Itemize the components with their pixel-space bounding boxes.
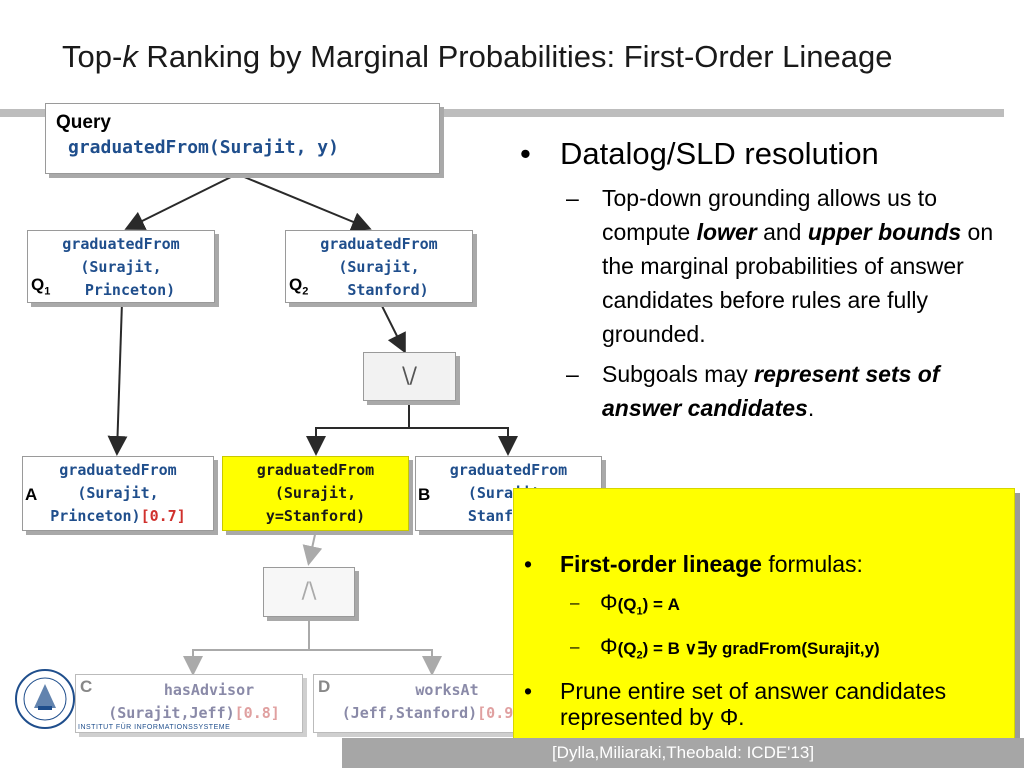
university-seal-logo <box>15 669 75 729</box>
arrow-and-d <box>309 649 442 676</box>
arrow-y-and <box>302 529 323 566</box>
arrow-query-q2 <box>236 173 372 232</box>
node-y-stanford: graduatedFrom (Surajit, y=Stanford) <box>222 456 409 531</box>
footer-bar: [Dylla,Miliaraki,Theobald: ICDE'13] <box>342 738 1024 768</box>
query-box: Query graduatedFrom(Surajit, y) <box>45 103 440 174</box>
d-label: D <box>318 677 331 696</box>
prob-c: [0.8] <box>234 704 280 722</box>
arrow-and-c <box>183 616 310 676</box>
node-c: hasAdvisor (Surajit,Jeff)[0.8] <box>75 674 303 733</box>
and-operator: /\ <box>263 567 355 617</box>
bullet-prune: Prune entire set of answer candidates re… <box>514 678 1014 730</box>
bullet-list: Datalog/SLD resolution – Top-down ground… <box>520 135 1000 431</box>
c-label: C <box>80 677 93 696</box>
arrow-or-b <box>409 427 518 456</box>
b-label: B <box>418 485 431 504</box>
prob-d: [0.9] <box>477 704 523 722</box>
institute-name: INSTITUT FÜR INFORMATIONSSYSTEME <box>78 724 231 731</box>
node-q1: graduatedFrom (Surajit, Princeton) <box>27 230 215 303</box>
citation: [Dylla,Miliaraki,Theobald: ICDE'13] <box>551 743 815 762</box>
node-q2: graduatedFrom (Surajit, Stanford) <box>285 230 473 303</box>
arrow-q2-or <box>379 301 406 354</box>
bullet-topdown: – Top-down grounding allows us to comput… <box>566 185 994 347</box>
phi-symbol: Φ <box>600 590 618 615</box>
bullet-subgoals: – Subgoals may represent sets of answer … <box>566 361 940 421</box>
arrow-or-y <box>306 400 410 456</box>
lineage-callout: First-order lineage formulas: – Φ(Q1) = … <box>513 488 1015 742</box>
a-label: A <box>25 485 38 504</box>
query-label: Query <box>56 112 111 133</box>
formula-q1: – Φ(Q1) = A <box>570 590 680 618</box>
or-operator: \/ <box>363 352 456 401</box>
prob-a: [0.7] <box>140 507 186 525</box>
arrow-q1-a <box>107 301 128 456</box>
formula-q2: – Φ(Q2) = B ∨∃y gradFrom(Surajit,y) <box>570 634 880 662</box>
phi-symbol: Φ <box>600 634 618 660</box>
node-a: graduatedFrom (Surajit, Princeton)[0.7] <box>22 456 214 531</box>
title-rule <box>0 109 1004 117</box>
node-d: worksAt (Jeff,Stanford)[0.9] <box>313 674 541 733</box>
arrow-query-q1 <box>124 173 238 230</box>
query-text: graduatedFrom(Surajit, y) <box>68 137 339 158</box>
slide-title: Top-k Ranking by Marginal Probabilities:… <box>62 40 893 74</box>
bullet-first-order-lineage: First-order lineage formulas: <box>514 549 1014 579</box>
q1-label: Q1 <box>31 275 51 298</box>
bullet-datalog: Datalog/SLD resolution <box>520 135 1000 173</box>
q2-label: Q2 <box>289 275 309 298</box>
